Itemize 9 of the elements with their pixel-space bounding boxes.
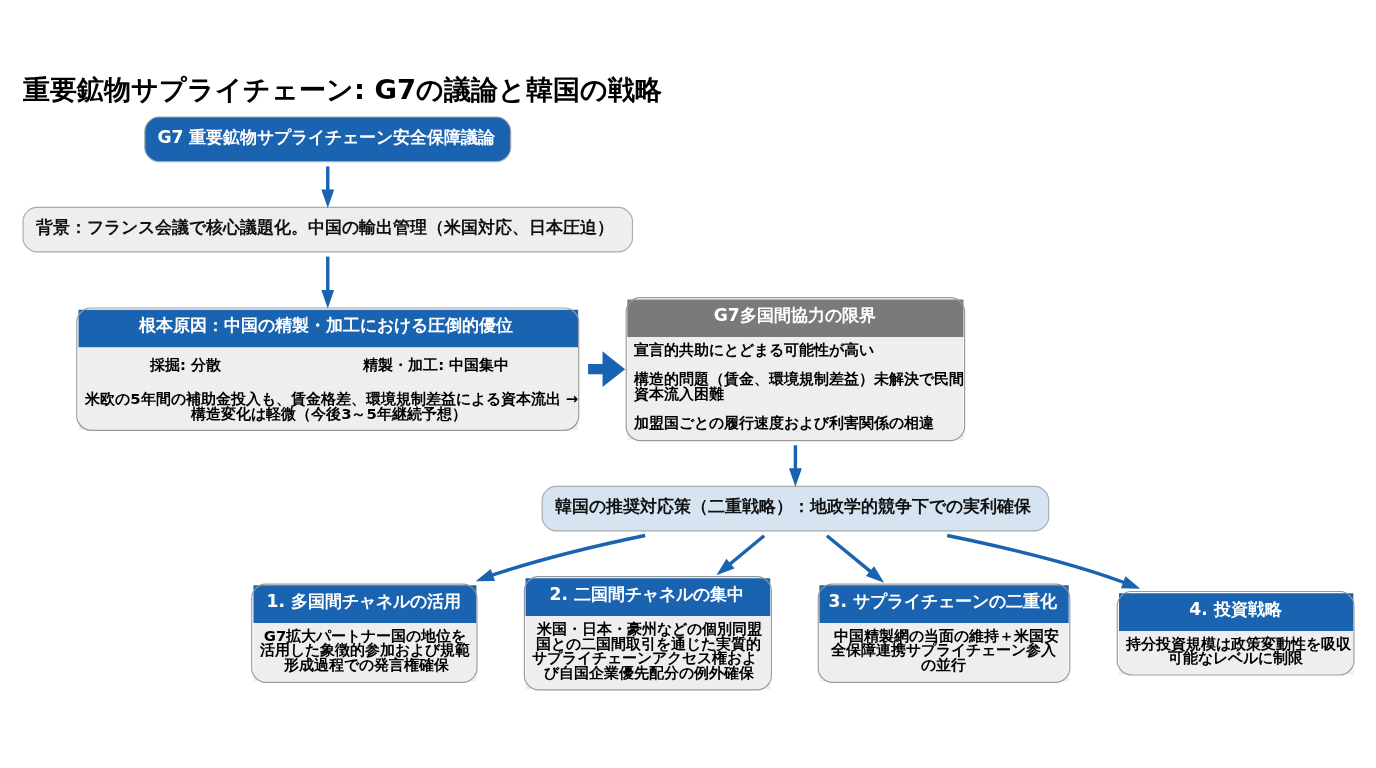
diagram-title: 重要鉱物サプライチェーン: G7の議論と韓国の戦略 [22,73,662,105]
arrow [320,166,334,208]
arrow [715,534,765,576]
arrow [587,351,625,387]
arrow [788,445,802,487]
arrow [320,256,334,309]
arrow [825,534,884,583]
arrow [946,533,1140,589]
arrow [475,533,645,582]
